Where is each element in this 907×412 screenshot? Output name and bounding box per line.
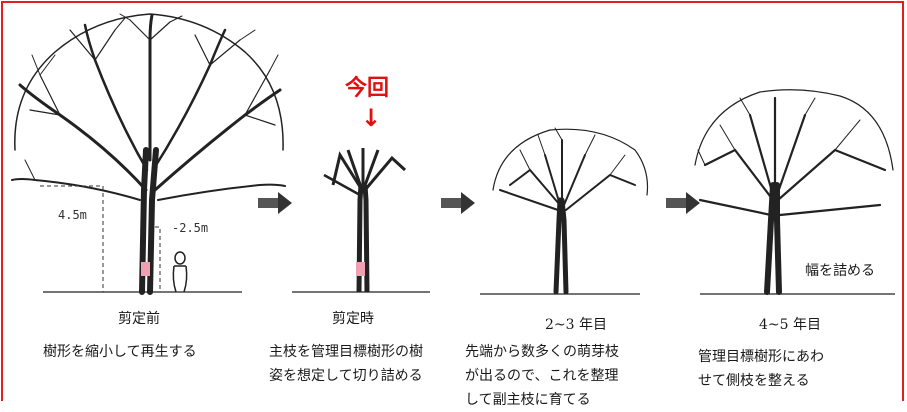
description-line: 管理目標樹形にあわ — [698, 349, 824, 365]
arrow-right-icon — [258, 192, 292, 214]
stage-description: 管理目標樹形にあわ せて側枝を整える — [698, 345, 824, 393]
process-arrows — [258, 192, 700, 214]
arrow-right-icon — [441, 192, 475, 214]
person-silhouette — [172, 251, 188, 293]
tree-during-pruning — [323, 148, 407, 293]
description-line: 樹形を縮小して再生する — [43, 344, 197, 360]
description-line: 主枝を管理目標樹形の樹 — [269, 344, 423, 360]
tree-four-five-years — [694, 89, 894, 295]
tree-before-pruning — [11, 13, 286, 295]
stage-description: 主枝を管理目標樹形の樹 姿を想定して切り詰める — [269, 340, 423, 388]
description-line: が出るので、これを整理 — [465, 368, 619, 384]
highlight-arrow-icon: ↓ — [361, 104, 382, 132]
height-measurement: 4.5m — [58, 208, 87, 222]
stage-title: 剪定時 — [332, 311, 374, 327]
highlight-label: 今回 — [345, 76, 390, 101]
description-line: 姿を想定して切り詰める — [269, 368, 423, 384]
description-line: して副主枝に育てる — [465, 392, 591, 408]
description-line: 先端から数多くの萌芽枝 — [465, 344, 619, 360]
ground-lines — [43, 291, 895, 295]
description-line: せて側枝を整える — [698, 373, 810, 389]
stage-title: 剪定前 — [118, 311, 160, 327]
tree-two-three-years — [492, 127, 649, 295]
stage-title: 2~3 年目 — [545, 317, 607, 333]
trunk-markers — [141, 262, 365, 276]
figure-frame — [1, 1, 904, 401]
trunk-measurement: -2.5m — [172, 221, 209, 235]
stage-description: 先端から数多くの萌芽枝 が出るので、これを整理 して副主枝に育てる — [465, 340, 619, 412]
stage-title: 4~5 年目 — [759, 317, 821, 333]
arrow-right-icon — [666, 192, 700, 214]
stage-description: 樹形を縮小して再生する — [43, 340, 197, 364]
dimension-lines — [40, 185, 161, 292]
width-note: 幅を詰める — [805, 263, 875, 279]
